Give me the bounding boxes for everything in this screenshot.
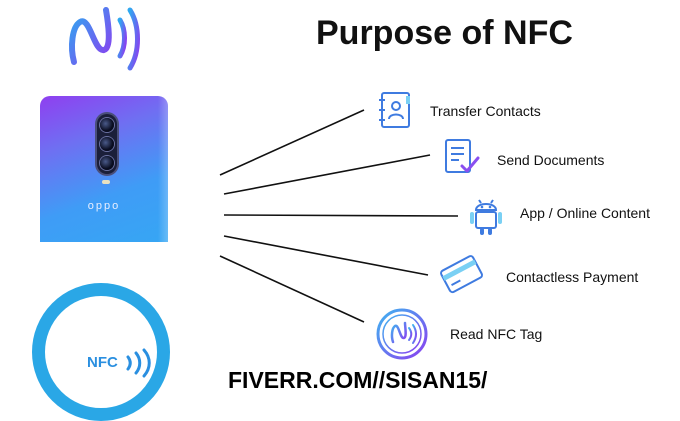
connector-line — [219, 255, 365, 323]
connector-line — [223, 154, 431, 195]
item-app-online-content: App / Online Content — [520, 205, 650, 221]
camera-module — [97, 114, 117, 174]
phone-brand: oppo — [87, 200, 121, 212]
nfc-tag-icon — [376, 308, 428, 360]
connector-lines — [219, 109, 459, 323]
credit-card-icon — [440, 255, 483, 294]
connector-line — [219, 109, 365, 176]
contacts-book-icon — [379, 92, 410, 128]
phone-image: oppo — [40, 96, 168, 242]
page-title: Purpose of NFC — [316, 14, 573, 52]
connector-line — [223, 235, 429, 276]
item-read-nfc-tag: Read NFC Tag — [450, 326, 543, 342]
flash — [102, 180, 110, 184]
nfc-waves-icon — [126, 348, 151, 378]
android-icon — [470, 199, 502, 235]
nfc-badge-label: NFC — [87, 354, 118, 371]
nfc-badge: NFC — [32, 283, 170, 421]
item-contactless-payment: Contactless Payment — [506, 269, 639, 285]
nfc-logo-icon — [69, 7, 140, 71]
connector-line — [223, 214, 459, 217]
footer-url: FIVERR.COM//SISAN15/ — [228, 367, 488, 393]
document-check-icon — [445, 139, 480, 173]
item-send-documents: Send Documents — [497, 152, 605, 168]
item-transfer-contacts: Transfer Contacts — [430, 103, 541, 119]
